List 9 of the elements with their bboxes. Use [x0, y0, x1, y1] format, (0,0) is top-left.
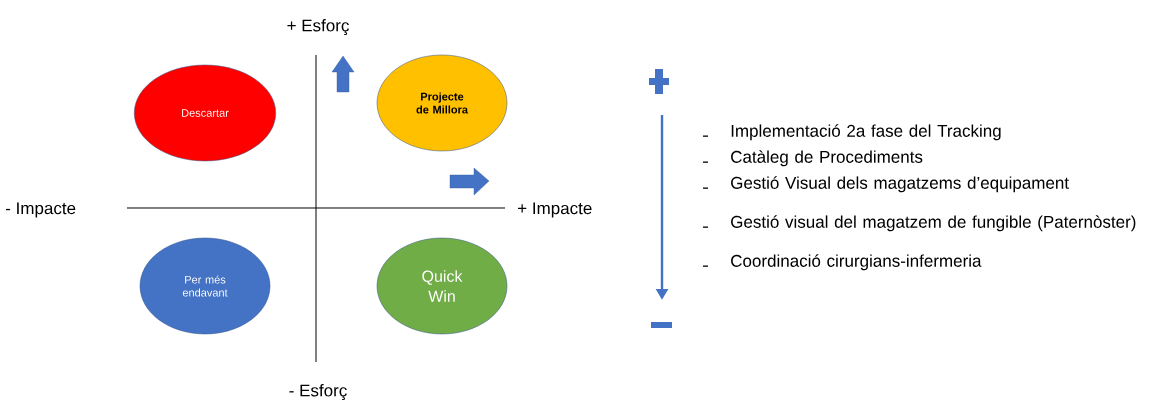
axis-label: - Esforç [289, 384, 347, 400]
axis-label: + Impacte [518, 202, 592, 218]
list-item: Catàleg de Procediments [731, 150, 923, 167]
list-item: Gestió Visual dels magatzems d’equipament [731, 176, 1069, 193]
axis-label: + Esforç [287, 19, 349, 35]
axis-label: - Impacte [5, 202, 76, 218]
list-item: Gestió visual del magatzem de fungible (Paternòster) [731, 215, 1136, 232]
list-item: Coordinació cirurgians-infermeria [731, 254, 982, 271]
list-item: Implementació 2a fase del Tracking [731, 124, 1001, 141]
